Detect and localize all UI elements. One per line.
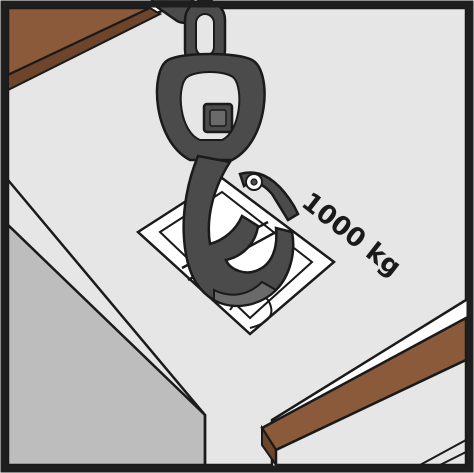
hook-swivel-eye: [157, 54, 265, 160]
